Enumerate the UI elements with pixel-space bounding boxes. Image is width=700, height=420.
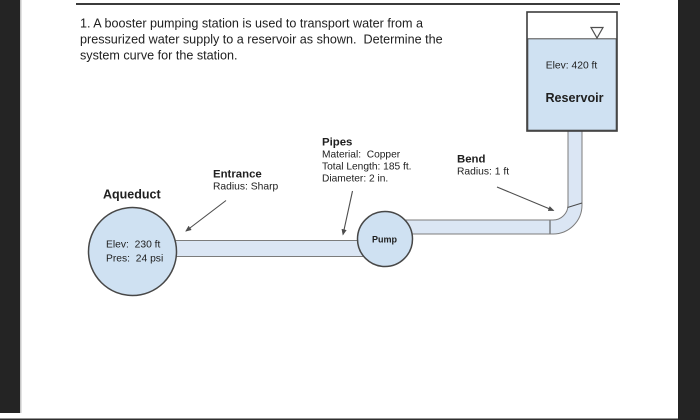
entrance-title: Entrance bbox=[213, 169, 262, 181]
entrance-arrow bbox=[185, 200, 227, 232]
left-letterbox-bar bbox=[0, 0, 20, 413]
aqueduct-title: Aqueduct bbox=[103, 188, 161, 202]
suction-pipe bbox=[167, 240, 369, 257]
reservoir-water bbox=[527, 38, 617, 131]
top-rule-line bbox=[76, 3, 620, 5]
bend-arrow bbox=[496, 186, 555, 212]
aqueduct-elevation-value: Elev: 230 ft bbox=[106, 240, 161, 251]
aqueduct-circle bbox=[87, 206, 178, 297]
problem-statement: 1. A booster pumping station is used to … bbox=[80, 17, 443, 63]
pipes-arrow bbox=[341, 190, 354, 236]
entrance-detail: Radius: Sharp bbox=[213, 182, 279, 193]
reservoir-title: Reservoir bbox=[545, 91, 603, 105]
pipes-diameter: Diameter: 2 in. bbox=[322, 174, 388, 185]
pipes-title: Pipes bbox=[322, 137, 352, 149]
pipes-length: Total Length: 185 ft. bbox=[322, 162, 412, 173]
reservoir-tank: Elev: 420 ft Reservoir bbox=[526, 11, 618, 132]
water-surface-icon bbox=[589, 26, 605, 40]
bend-joint-line-vertical bbox=[567, 202, 583, 208]
entrance-callout: Entrance Radius: Sharp bbox=[185, 169, 279, 232]
pump-circle bbox=[356, 210, 414, 268]
problem-line-2: pressurized water supply to a reservoir … bbox=[80, 33, 443, 47]
bend-title: Bend bbox=[457, 154, 486, 166]
bottom-rule-line bbox=[0, 418, 700, 420]
right-letterbox-bar bbox=[678, 0, 700, 420]
reservoir-elevation-value: Elev: 420 ft bbox=[546, 61, 598, 72]
problem-line-3: system curve for the station. bbox=[80, 49, 237, 63]
bend-callout: Bend Radius: 1 ft bbox=[457, 154, 555, 212]
aqueduct-pressure-value: Pres: 24 psi bbox=[106, 254, 163, 265]
discharge-pipe bbox=[394, 130, 583, 235]
pipes-callout: Pipes Material: Copper Total Length: 185… bbox=[322, 137, 412, 236]
problem-line-1: 1. A booster pumping station is used to … bbox=[80, 17, 423, 31]
pipes-material: Material: Copper bbox=[322, 150, 401, 161]
bend-detail: Radius: 1 ft bbox=[457, 167, 509, 178]
pump-label: Pump bbox=[372, 235, 398, 245]
left-bar-edge bbox=[20, 0, 22, 413]
